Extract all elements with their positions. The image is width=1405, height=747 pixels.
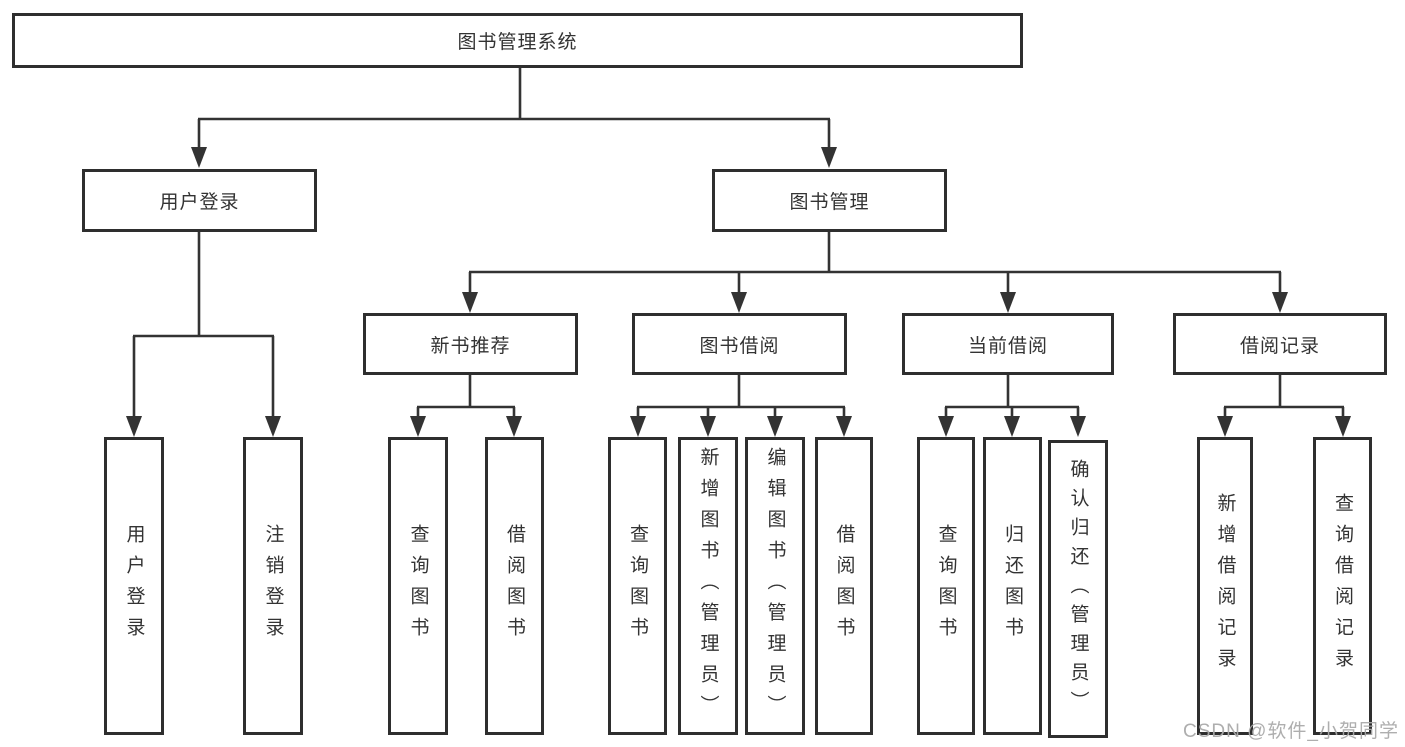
node-book-borrowing: 图书借阅 [632, 313, 847, 375]
leaf-query-book-borrowing: 查询图书 [608, 437, 667, 735]
leaf-edit-book-admin: 编辑图书（管理员） [745, 437, 805, 735]
node-current-borrowing: 当前借阅 [902, 313, 1114, 375]
leaf-confirm-return-admin-label: 确认归还（管理员） [1067, 458, 1089, 720]
leaf-query-book-borrowing-label: 查询图书 [627, 524, 648, 648]
leaf-query-book-recommend-label: 查询图书 [407, 524, 429, 648]
node-borrow-records: 借阅记录 [1173, 313, 1387, 375]
leaf-add-borrow-record-label: 新增借阅记录 [1214, 493, 1236, 679]
leaf-return-book: 归还图书 [983, 437, 1042, 735]
leaf-return-book-label: 归还图书 [1002, 524, 1023, 648]
leaf-add-borrow-record: 新增借阅记录 [1197, 437, 1253, 735]
connector-borrow-records-branch [1217, 375, 1351, 437]
leaf-query-borrow-record-label: 查询借阅记录 [1332, 493, 1353, 679]
leaf-user-login: 用户登录 [104, 437, 164, 735]
leaf-borrow-book-label: 借阅图书 [833, 524, 855, 648]
leaf-query-book-recommend: 查询图书 [388, 437, 448, 735]
node-root-system-label: 图书管理系统 [457, 32, 578, 53]
connector-current-borrowing-branch [938, 375, 1086, 437]
node-current-borrowing-label: 当前借阅 [967, 335, 1048, 357]
csdn-watermark: CSDN @软件_小贺同学 [1183, 721, 1399, 742]
node-book-management-label: 图书管理 [789, 192, 870, 213]
node-borrow-records-label: 借阅记录 [1239, 335, 1320, 357]
connector-new-book-recommend-branch [410, 375, 522, 437]
connector-book-borrowing-branch [630, 375, 852, 437]
connector-root-to-level2 [191, 68, 837, 168]
leaf-add-book-admin: 新增图书（管理员） [678, 437, 738, 735]
node-user-login-label: 用户登录 [159, 192, 240, 213]
node-book-borrowing-label: 图书借阅 [699, 335, 780, 357]
leaf-logout: 注销登录 [243, 437, 303, 735]
leaf-user-login-label: 用户登录 [123, 524, 145, 648]
leaf-borrow-book-recommend-label: 借阅图书 [504, 524, 525, 648]
leaf-add-book-admin-label: 新增图书（管理员） [697, 446, 719, 726]
connector-user-login-branch [126, 232, 281, 437]
leaf-edit-book-admin-label: 编辑图书（管理员） [764, 446, 786, 726]
leaf-query-book-current-label: 查询图书 [935, 524, 957, 648]
node-new-book-recommend-label: 新书推荐 [430, 335, 511, 357]
leaf-query-borrow-record: 查询借阅记录 [1313, 437, 1372, 735]
connector-book-management-branch [462, 232, 1288, 313]
node-user-login: 用户登录 [82, 169, 317, 232]
leaf-borrow-book-recommend: 借阅图书 [485, 437, 544, 735]
leaf-logout-label: 注销登录 [262, 524, 284, 648]
node-new-book-recommend: 新书推荐 [363, 313, 578, 375]
leaf-confirm-return-admin: 确认归还（管理员） [1048, 440, 1108, 738]
leaf-query-book-current: 查询图书 [917, 437, 975, 735]
node-root-system: 图书管理系统 [12, 13, 1023, 68]
leaf-borrow-book: 借阅图书 [815, 437, 873, 735]
node-book-management: 图书管理 [712, 169, 947, 232]
